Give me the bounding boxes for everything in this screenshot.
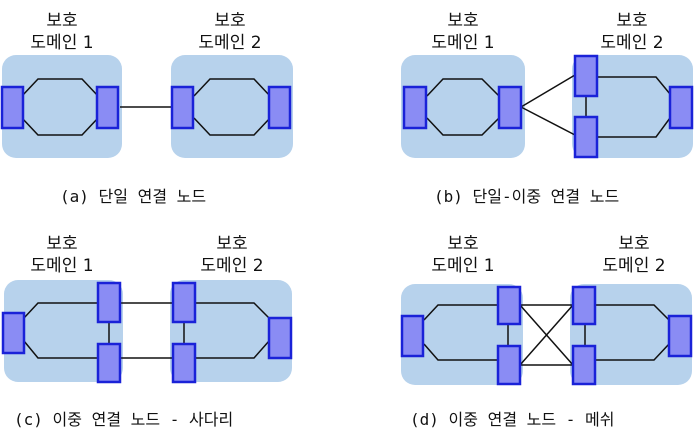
ring-top-link	[423, 304, 498, 321]
panel-a-domain-1-label: 보호 도메인 1	[30, 11, 94, 53]
panel-b-domain-1-label: 보호 도메인 1	[431, 11, 495, 53]
domain-1-region	[401, 55, 525, 158]
node-box	[668, 85, 694, 130]
ring-top-link	[596, 304, 670, 321]
node-box	[96, 342, 122, 384]
node-box	[400, 314, 425, 358]
node-box	[571, 285, 597, 326]
inter-domain-link	[520, 106, 576, 136]
ring-top-link	[21, 78, 99, 97]
node-box	[170, 85, 195, 130]
ring-bottom-link	[423, 343, 498, 361]
panel-b-domain-2-label: 보호 도메인 2	[600, 11, 664, 53]
domain-2-region	[170, 280, 292, 382]
panel-c-domain-2-label: 보호 도메인 2	[200, 234, 264, 276]
ring-top-link	[426, 78, 500, 97]
node-box	[402, 85, 428, 130]
node-box	[171, 281, 197, 324]
ring-top-link	[193, 78, 271, 97]
node-box	[267, 316, 293, 360]
node-box	[267, 85, 292, 130]
panel-a-single-connection	[0, 55, 293, 158]
ring-top-link	[23, 302, 97, 319]
ring-bottom-link	[21, 117, 99, 136]
node-box	[171, 342, 197, 384]
panel-c-caption: (c) 이중 연결 노드 - 사다리	[14, 410, 234, 429]
domain-1-region	[4, 280, 123, 382]
panel-a-caption: (a) 단일 연결 노드	[60, 187, 207, 206]
domain-2-region	[171, 55, 293, 158]
panel-c-dual-connection-ladder	[1, 280, 293, 384]
node-box	[497, 85, 523, 130]
panel-d-domain-2-label: 보호 도메인 2	[602, 234, 666, 276]
inter-domain-link	[520, 74, 576, 108]
panel-d-dual-connection-mesh	[400, 284, 693, 386]
node-box	[496, 344, 522, 386]
panel-d-domain-1-label: 보호 도메인 1	[431, 234, 495, 276]
panel-b-caption: (b) 단일-이중 연결 노드	[434, 187, 620, 206]
panel-d-caption: (d) 이중 연결 노드 - 메쉬	[410, 410, 615, 429]
node-box	[573, 115, 599, 159]
ring-bottom-link	[598, 117, 671, 138]
domain-1-region	[2, 55, 122, 158]
panel-b-single-dual-connection	[401, 54, 694, 159]
ring-bottom-link	[23, 340, 97, 359]
node-box	[667, 314, 693, 358]
ring-top-link	[598, 76, 671, 95]
node-box	[95, 85, 120, 130]
ring-bottom-link	[193, 117, 271, 136]
domain-2-region	[572, 55, 693, 158]
inter-domain-link	[519, 304, 574, 366]
node-box	[571, 344, 597, 386]
node-box	[573, 54, 599, 98]
ring-bottom-link	[426, 117, 500, 136]
node-box	[0, 85, 25, 130]
ring-bottom-link	[195, 340, 270, 359]
node-box	[96, 281, 122, 324]
ring-bottom-link	[596, 343, 670, 361]
node-box	[1, 311, 26, 355]
node-box	[496, 285, 522, 326]
panel-a-domain-2-label: 보호 도메인 2	[198, 11, 262, 53]
panel-c-domain-1-label: 보호 도메인 1	[30, 234, 94, 276]
ring-top-link	[195, 302, 270, 319]
